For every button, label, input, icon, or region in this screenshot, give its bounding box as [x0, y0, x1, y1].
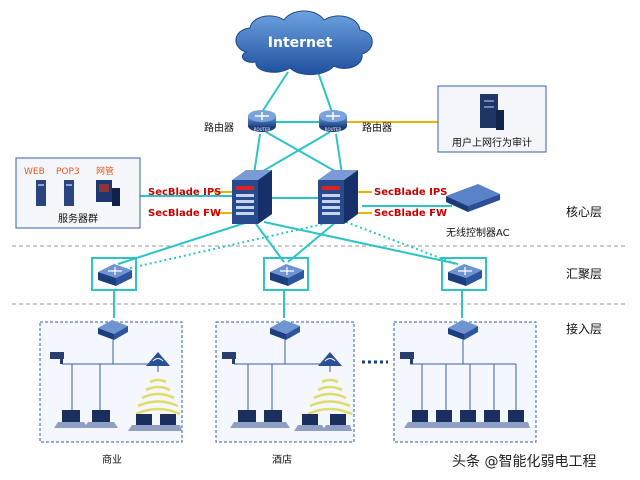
ac-label: 无线控制器AC	[446, 226, 510, 239]
router-chip-label: ROUTER	[325, 127, 342, 132]
blade-fw-right-label: SecBlade FW	[374, 208, 447, 219]
camera-icon	[222, 352, 236, 364]
blade-fw-left-label: SecBlade FW	[148, 208, 221, 219]
router-chip-label: ROUTER	[254, 127, 271, 132]
wifi-signal-icon	[307, 378, 353, 416]
blade-ips-left-label: SecBlade IPS	[148, 187, 221, 198]
laptop-icon	[84, 410, 118, 428]
backup-links	[121, 221, 457, 271]
server-web-label: WEB	[24, 167, 45, 177]
server-group-label: 服务器群	[58, 212, 98, 225]
laptop-icon	[294, 414, 326, 431]
server-icon	[64, 180, 74, 206]
site-middle-label: 酒店	[272, 453, 292, 466]
wireless-ap-icon	[318, 352, 342, 366]
router-left-label: 路由器	[204, 121, 234, 134]
access-site-right	[393, 320, 537, 443]
laptop-icon	[428, 410, 460, 428]
wireless-ap-icon	[146, 352, 170, 366]
laptop-icon	[256, 410, 290, 428]
wireless-controller-icon	[446, 184, 500, 212]
router-right: ROUTER	[319, 110, 347, 132]
access-switch-icon	[98, 320, 128, 340]
layer-label-core: 核心层	[566, 205, 602, 219]
aggregation-switch-left	[91, 257, 137, 291]
laptop-icon	[152, 414, 182, 431]
aggregation-switch-middle	[263, 257, 309, 291]
audit-box: 用户上网行为审计	[437, 85, 547, 153]
server-icon	[96, 180, 120, 206]
server-pop3-label: POP3	[56, 167, 80, 177]
camera-icon	[400, 352, 414, 364]
laptop-icon	[452, 410, 484, 428]
laptop-icon	[322, 414, 352, 431]
site-left-label: 商业	[102, 453, 122, 466]
server-group-box: WEB POP3 网管 服务器群	[15, 157, 141, 229]
server-icon	[36, 180, 46, 206]
core-switch-left	[232, 170, 272, 224]
internet-cloud: Internet	[235, 10, 373, 75]
router-left: ROUTER	[248, 110, 276, 132]
access-switch-icon	[448, 320, 478, 340]
blade-ips-right-label: SecBlade IPS	[374, 187, 447, 198]
laptop-icon	[476, 410, 508, 428]
laptop-icon	[500, 410, 530, 428]
watermark: 头条 @智能化弱电工程	[452, 453, 596, 470]
access-site-middle	[215, 320, 355, 443]
links	[113, 71, 463, 318]
audit-label: 用户上网行为审计	[452, 136, 532, 149]
core-switch-right	[318, 170, 358, 224]
camera-icon	[50, 352, 64, 364]
laptop-icon	[230, 410, 264, 428]
layer-label-aggregation: 汇聚层	[566, 267, 602, 281]
wifi-signal-icon	[135, 378, 181, 416]
aggregation-switch-right	[441, 257, 487, 291]
access-site-left	[39, 320, 183, 443]
laptop-icon	[54, 410, 88, 428]
router-right-label: 路由器	[362, 121, 392, 134]
layer-label-access: 接入层	[566, 321, 602, 336]
laptop-icon	[404, 410, 436, 428]
laptop-icon	[128, 414, 160, 431]
access-switch-icon	[270, 320, 300, 340]
server-mgmt-label: 网管	[96, 165, 114, 177]
internet-label: Internet	[268, 35, 333, 51]
audit-server-icon	[480, 94, 504, 130]
